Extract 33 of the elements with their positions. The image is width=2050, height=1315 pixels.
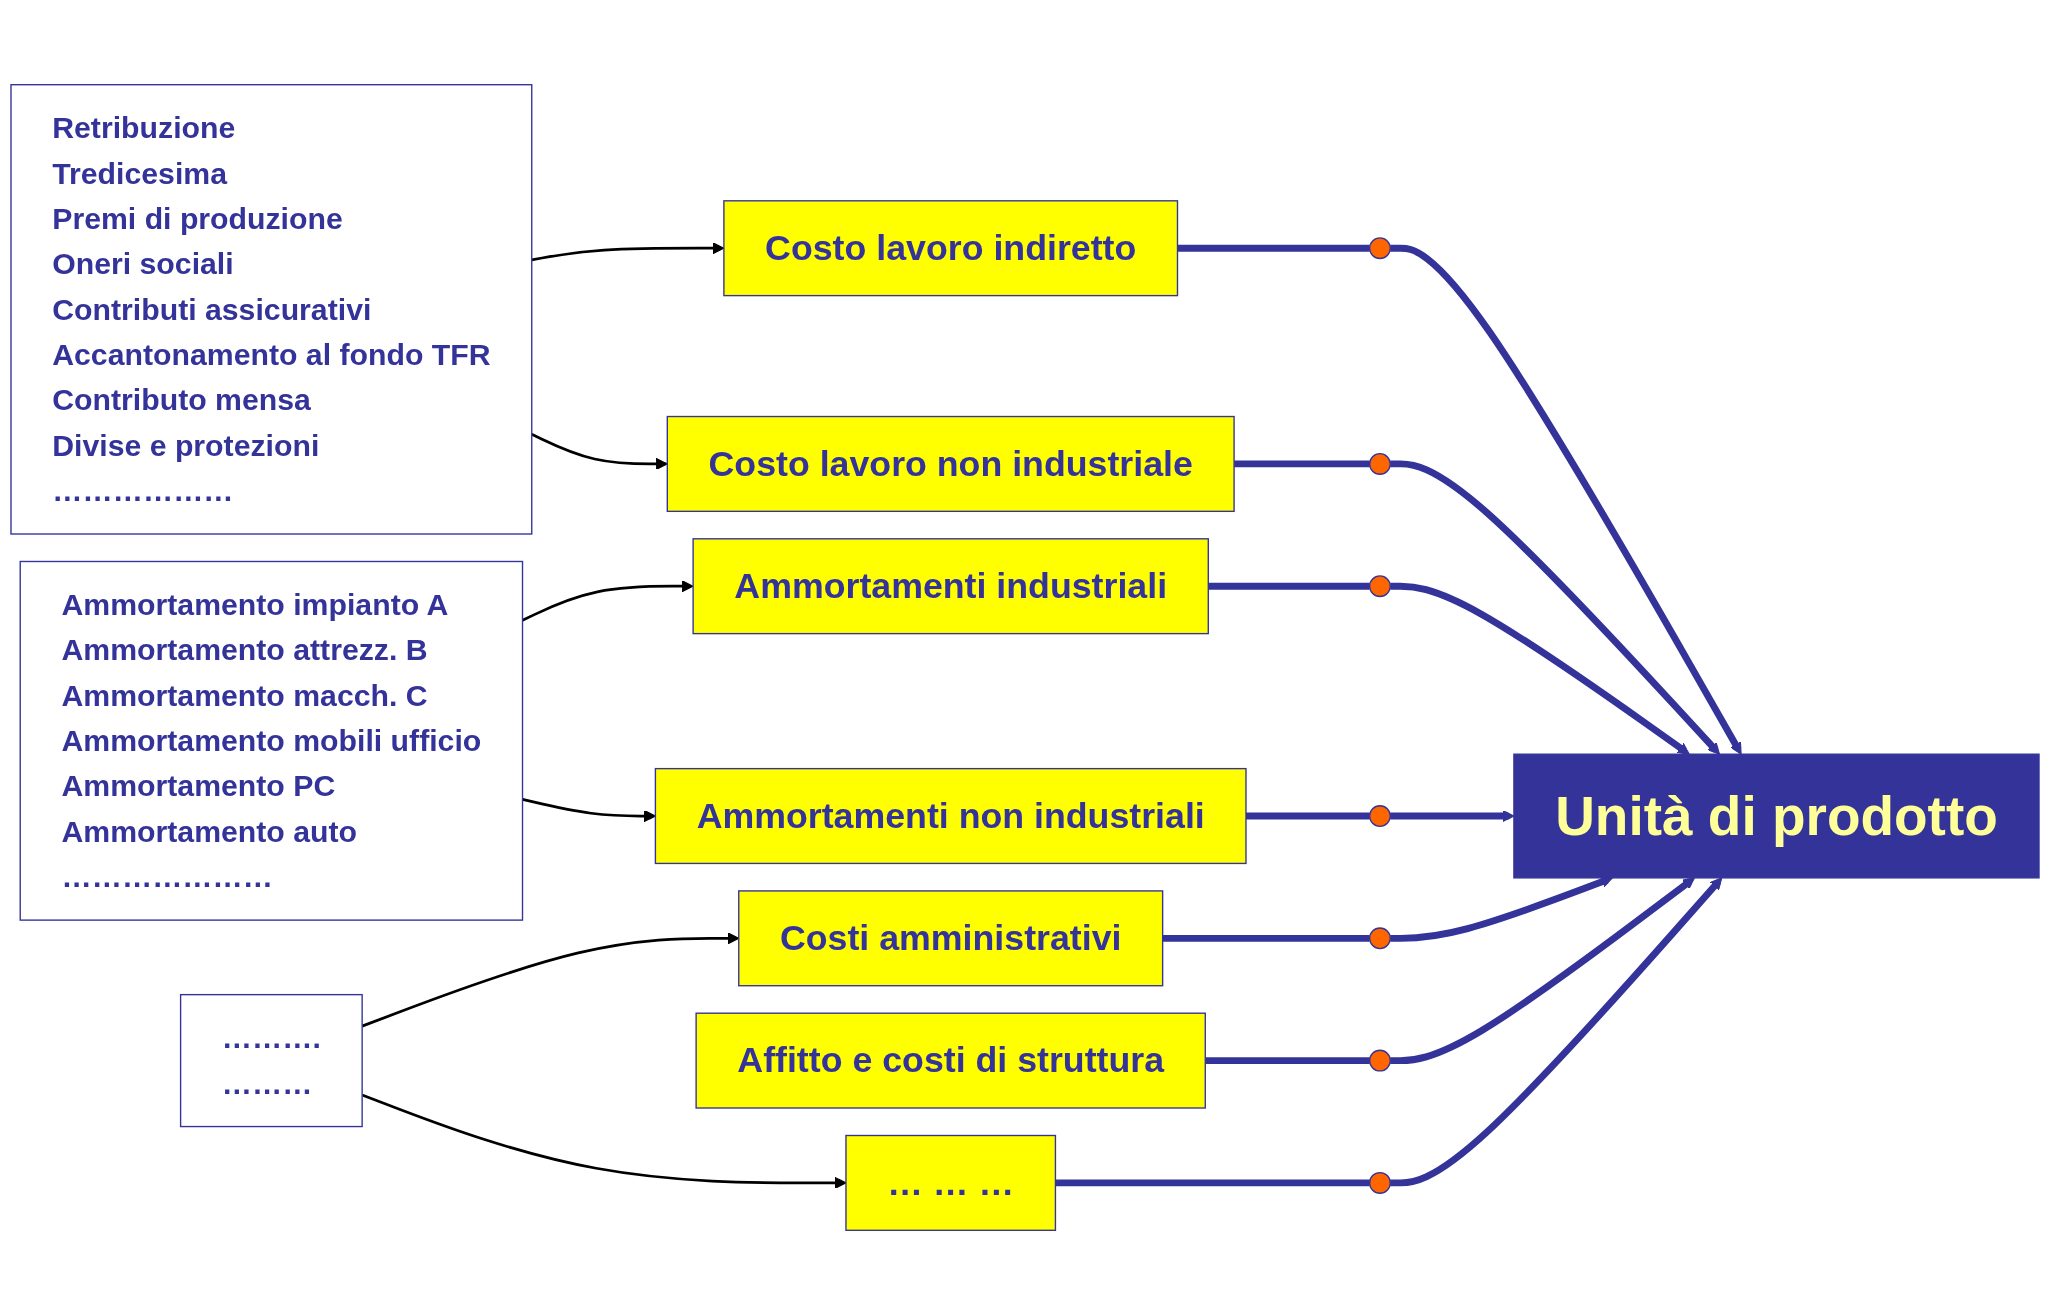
node-circle (1368, 927, 1391, 950)
node-box: Ammortamenti non industriali (654, 767, 1247, 865)
connector (1177, 244, 1370, 252)
connector (1208, 582, 1370, 590)
node-circle (1368, 805, 1391, 827)
node-box: Ammortamento impianto A Ammortamento attrezz. B Ammortamento macch. C Ammortamento mobili ufficio Ammortamento PC Ammortamento auto ………………… (19, 560, 524, 921)
connector (1162, 934, 1370, 942)
connector (1234, 460, 1370, 468)
node-box: Costi amministrativi (738, 890, 1164, 987)
node-box: Costo lavoro non industriale (666, 415, 1235, 513)
node-box: Costo lavoro indiretto (723, 200, 1179, 297)
node-circle (1368, 1049, 1391, 1072)
arrow (1390, 582, 1690, 755)
connector (1246, 812, 1370, 820)
node-box: ………. ……… (179, 993, 363, 1128)
arrow (1390, 244, 1742, 755)
node-box: Affitto e costi di struttura (695, 1012, 1206, 1109)
node-box: Retribuzione Tredicesima Premi di produzione Oneri sociali Contributi assicurativi Accantonamento al fondo TFR Contributo mensa Divise e protezioni ……………… (10, 84, 533, 535)
node-box: … … … (845, 1134, 1057, 1231)
connector (1055, 1179, 1370, 1187)
arrow (1390, 876, 1613, 942)
node-circle (1368, 1171, 1391, 1194)
node-circle (1368, 575, 1391, 598)
arrow (1390, 460, 1721, 755)
connector (1205, 1057, 1370, 1065)
arrow (531, 433, 668, 470)
node-box: Unità di prodotto (1513, 753, 2040, 879)
arrow (522, 798, 656, 823)
arrow (1390, 877, 1723, 1187)
node-box: Ammortamenti industriali (692, 538, 1209, 635)
node-circle (1368, 237, 1391, 260)
node-circle (1368, 452, 1391, 475)
arrow (1390, 877, 1695, 1065)
